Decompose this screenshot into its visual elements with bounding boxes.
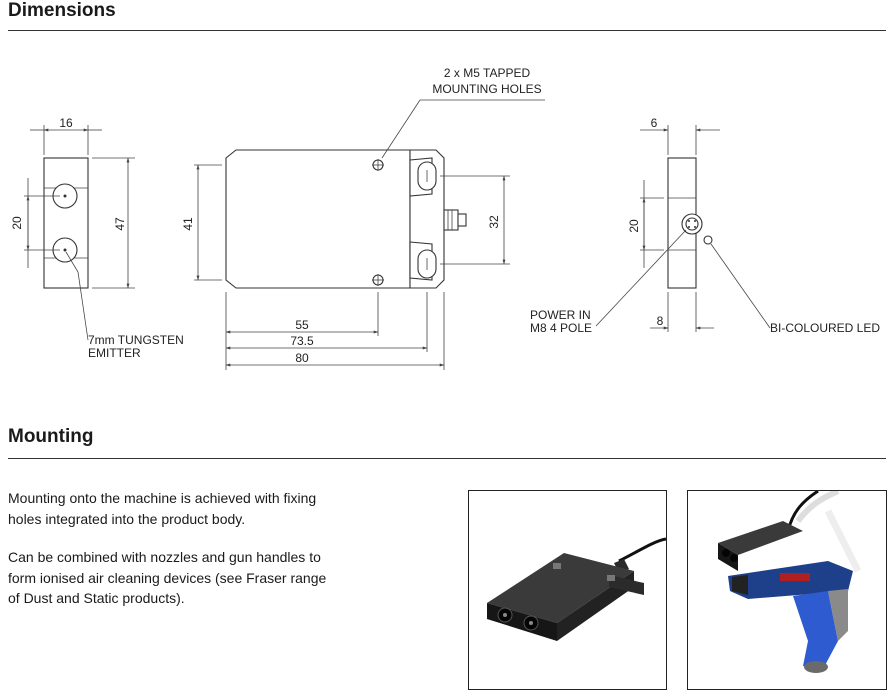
dim-top-height: 41 [181, 217, 195, 231]
gun-product-photo [687, 490, 887, 690]
dim-front-height: 47 [113, 217, 127, 231]
mounting-paragraph-1: Mounting onto the machine is achieved wi… [8, 490, 317, 527]
dimensions-divider [8, 30, 886, 31]
dim-front-spacing: 20 [10, 216, 24, 230]
callout-led: BI-COLOURED LED [770, 321, 880, 335]
callout-emitter-line2: EMITTER [88, 346, 141, 360]
callout-emitter-line1: 7mm TUNGSTEN [88, 333, 184, 347]
dim-slot-spacing: 32 [487, 215, 501, 229]
dim-side-depth: 6 [651, 116, 658, 130]
bi-coloured-led [703, 235, 713, 245]
dimensions-heading: Dimensions [8, 0, 116, 21]
sensor-product-photo [468, 490, 667, 690]
side-view: 6 20 8 POWER IN M8 4 POLE BI-COLOURED LE… [530, 116, 880, 335]
callout-power-line2: M8 4 POLE [530, 321, 592, 335]
mounting-divider [8, 458, 886, 459]
m8-connector [443, 209, 459, 231]
dim-width-73-5: 73.5 [290, 334, 314, 348]
callout-holes-line1: 2 x M5 TAPPED [444, 66, 531, 80]
callout-holes-line2: MOUNTING HOLES [432, 82, 541, 96]
mounting-paragraph-2: Can be combined with nozzles and gun han… [8, 549, 327, 606]
dim-width-80: 80 [295, 351, 309, 365]
dim-front-width: 16 [59, 116, 73, 130]
dim-side-spacing: 20 [627, 219, 641, 233]
mounting-heading: Mounting [8, 426, 94, 447]
technical-drawing: 16 47 20 7mm TUNGSTEN EMITTER [10, 66, 880, 370]
callout-power-line1: POWER IN [530, 308, 591, 322]
dim-width-55: 55 [295, 318, 309, 332]
front-view: 16 47 20 7mm TUNGSTEN EMITTER [10, 116, 184, 360]
dim-side-offset: 8 [657, 314, 664, 328]
top-view: 2 x M5 TAPPED MOUNTING HOLES 41 32 55 73… [181, 66, 545, 370]
